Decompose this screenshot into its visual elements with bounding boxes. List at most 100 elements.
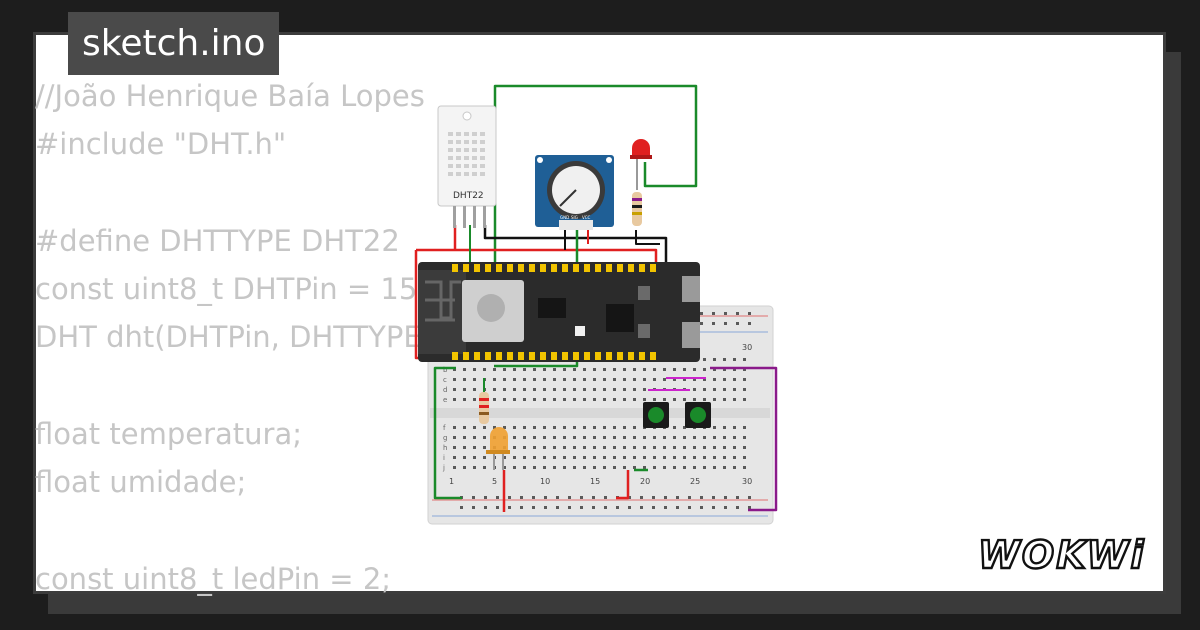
breadboard-hole: [603, 388, 606, 391]
breadboard-hole: [533, 388, 536, 391]
breadboard-hole: [673, 446, 676, 449]
breadboard-hole: [563, 436, 566, 439]
breadboard-hole: [493, 388, 496, 391]
wokwi-logo: WOKWi: [978, 532, 1145, 578]
breadboard-hole: [723, 456, 726, 459]
grille-slot: [472, 172, 477, 176]
breadboard-hole: [748, 322, 751, 325]
breadboard-hole: [473, 378, 476, 381]
breadboard-hole: [556, 496, 559, 499]
breadboard-hole: [603, 466, 606, 469]
breadboard-hole: [553, 398, 556, 401]
header-pin: [474, 352, 480, 360]
breadboard-hole: [453, 426, 456, 429]
breadboard-hole: [733, 446, 736, 449]
header-pin: [551, 352, 557, 360]
breadboard-hole: [723, 388, 726, 391]
breadboard-hole: [700, 506, 703, 509]
breadboard-hole: [573, 456, 576, 459]
breadboard-hole: [533, 436, 536, 439]
code-line: const uint8_t ledPin = 2;: [35, 561, 392, 596]
header-pin: [584, 264, 590, 272]
header-pin: [628, 352, 634, 360]
breadboard-hole: [743, 436, 746, 439]
push-button[interactable]: [685, 402, 711, 428]
breadboard-hole: [643, 388, 646, 391]
bb-number: 5: [492, 477, 497, 486]
header-pin: [606, 352, 612, 360]
potentiometer[interactable]: GND SIG VCC: [535, 155, 614, 230]
breadboard-hole: [700, 322, 703, 325]
breadboard-hole: [593, 446, 596, 449]
grille-slot: [456, 164, 461, 168]
breadboard-hole: [623, 388, 626, 391]
grille-slot: [456, 172, 461, 176]
breadboard-hole: [693, 368, 696, 371]
breadboard-hole: [743, 456, 746, 459]
breadboard-hole: [532, 496, 535, 499]
breadboard-hole: [593, 436, 596, 439]
breadboard-hole: [713, 426, 716, 429]
breadboard-hole: [503, 368, 506, 371]
breadboard-hole: [523, 436, 526, 439]
breadboard-hole: [473, 436, 476, 439]
breadboard-hole: [653, 466, 656, 469]
breadboard-hole: [533, 456, 536, 459]
breadboard-hole: [483, 466, 486, 469]
breadboard-hole: [723, 378, 726, 381]
breadboard-hole: [592, 506, 595, 509]
breadboard-hole: [583, 446, 586, 449]
header-pin: [463, 264, 469, 272]
breadboard-hole: [523, 398, 526, 401]
breadboard-hole: [723, 426, 726, 429]
breadboard-hole: [573, 426, 576, 429]
breadboard-hole: [723, 398, 726, 401]
breadboard-hole: [673, 466, 676, 469]
breadboard-hole: [700, 312, 703, 315]
push-button[interactable]: [643, 402, 669, 428]
header-pin: [639, 352, 645, 360]
row-letter: j: [442, 464, 445, 472]
breadboard-hole: [663, 398, 666, 401]
breadboard-hole: [503, 398, 506, 401]
breadboard-hole: [483, 436, 486, 439]
breadboard-hole: [633, 466, 636, 469]
grille-slot: [472, 156, 477, 160]
row-letter: e: [443, 396, 447, 404]
breadboard-hole: [613, 388, 616, 391]
breadboard-hole: [583, 436, 586, 439]
grille-slot: [448, 156, 453, 160]
breadboard-hole: [583, 398, 586, 401]
breadboard-hole: [693, 446, 696, 449]
bb-number: 1: [449, 477, 454, 486]
breadboard-hole: [453, 466, 456, 469]
breadboard-hole: [563, 398, 566, 401]
breadboard-hole: [583, 466, 586, 469]
breadboard-hole: [723, 368, 726, 371]
header-pin: [463, 352, 469, 360]
breadboard-hole: [683, 456, 686, 459]
file-tab[interactable]: sketch.ino: [68, 12, 280, 75]
breadboard-hole: [712, 506, 715, 509]
breadboard-hole: [463, 378, 466, 381]
breadboard-hole: [703, 456, 706, 459]
breadboard-hole: [743, 368, 746, 371]
header-pin: [595, 352, 601, 360]
header-pin: [540, 264, 546, 272]
breadboard-hole: [683, 368, 686, 371]
breadboard-hole: [513, 466, 516, 469]
bb-number: 15: [590, 477, 600, 486]
grille-slot: [456, 140, 461, 144]
breadboard-hole: [723, 466, 726, 469]
grille-slot: [480, 132, 485, 136]
breadboard-hole: [703, 446, 706, 449]
breadboard-hole: [563, 368, 566, 371]
breadboard-hole: [724, 506, 727, 509]
breadboard-hole: [613, 466, 616, 469]
breadboard-hole: [563, 388, 566, 391]
breadboard-hole: [544, 496, 547, 499]
breadboard-hole: [483, 368, 486, 371]
breadboard-hole: [623, 446, 626, 449]
breadboard-hole: [643, 456, 646, 459]
code-line: const uint8_t DHTPin = 15;: [35, 272, 428, 307]
